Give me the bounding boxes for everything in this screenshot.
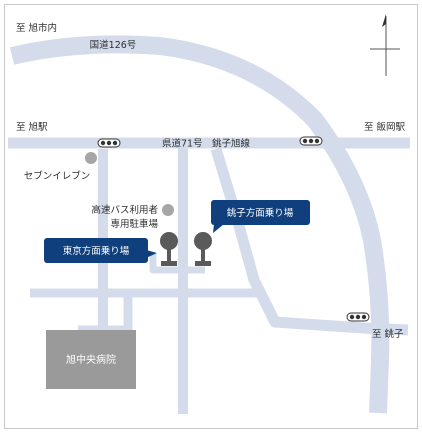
bus-parking-label-line2: 専用駐車場	[110, 218, 158, 230]
seven-eleven-label: セブンイレブン	[24, 170, 91, 182]
road-tokyo-stop-spur	[149, 254, 205, 274]
direction-asahi-station: 至 旭駅	[16, 121, 48, 133]
route71-label: 県道71号 銚子旭線	[162, 138, 251, 150]
seven-eleven-dot-icon	[85, 152, 97, 164]
tokyo-bound-label: 東京方面乗り場	[63, 245, 130, 257]
direction-choshi: 至 銚子	[372, 328, 404, 340]
hospital-label: 旭中央病院	[66, 353, 116, 366]
road-route126	[9, 35, 390, 414]
callout-tokyo-bound: 東京方面乗り場	[44, 238, 157, 263]
bus-parking-dot-icon	[162, 204, 174, 216]
bus-stop-tokyo-icon	[160, 232, 178, 266]
direction-iioka-station: 至 飯岡駅	[364, 121, 406, 133]
hospital-building	[46, 330, 136, 389]
traffic-signal-icon	[299, 136, 323, 146]
route126-label: 国道126号	[90, 39, 137, 51]
callout-choshi-bound: 銚子方面乗り場	[211, 200, 310, 233]
bus-parking-label-line1: 高速バス利用者	[91, 204, 158, 216]
traffic-signal-icon	[346, 312, 370, 322]
bus-stop-choshi-icon	[194, 232, 212, 266]
traffic-signal-icon	[97, 138, 121, 148]
north-arrow-icon	[370, 14, 400, 76]
choshi-bound-label: 銚子方面乗り場	[227, 207, 294, 219]
direction-asahi-shinai: 至 旭市内	[16, 22, 57, 34]
